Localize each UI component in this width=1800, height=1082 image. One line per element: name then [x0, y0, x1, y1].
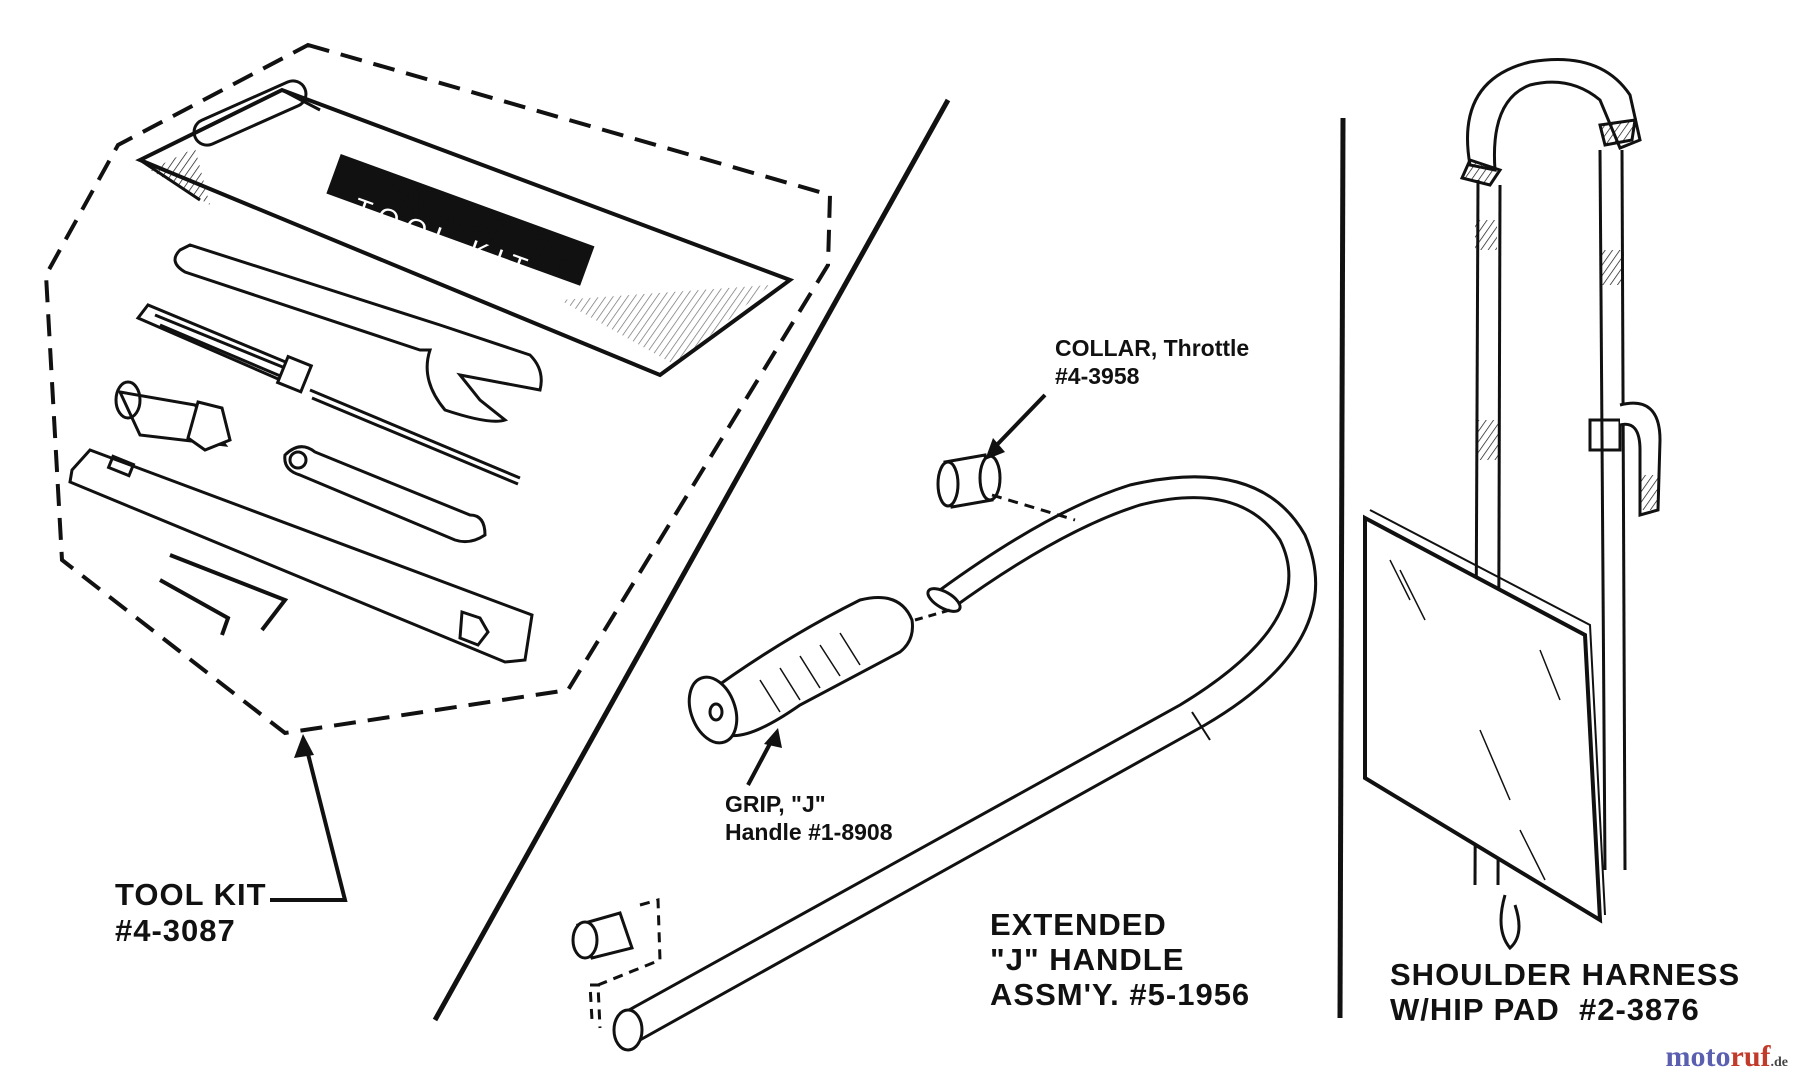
watermark-part3: .de	[1770, 1055, 1789, 1070]
flat-spanner-illustration	[68, 448, 534, 664]
tool-kit-dashed-outline	[43, 42, 833, 736]
collar-part-number: #4-3958	[1055, 363, 1140, 389]
combination-wrench-illustration	[283, 445, 487, 544]
j-handle-illustration	[612, 475, 1318, 1052]
socket-tube-illustration	[114, 380, 232, 452]
collar-leader-arrow	[985, 393, 1047, 460]
harness-label: SHOULDER HARNESS	[1390, 957, 1741, 992]
handle-grip-illustration	[687, 596, 951, 745]
screwdriver-illustration	[135, 303, 521, 486]
end-cap-illustration	[571, 898, 662, 1029]
tool-kit-leader-arrow	[270, 734, 348, 902]
watermark-part1: moto	[1665, 1040, 1731, 1073]
j-handle-label-line2: "J" HANDLE	[990, 942, 1185, 977]
j-handle-label-line1: EXTENDED	[990, 907, 1167, 942]
throttle-collar-illustration	[936, 453, 1076, 522]
j-handle-part-number: ASSM'Y. #5-1956	[990, 977, 1251, 1012]
hex-key-illustration	[159, 553, 289, 636]
watermark-logo: motoruf.de	[1666, 1040, 1788, 1074]
tool-kit-part-number: #4-3087	[115, 913, 236, 948]
grip-leader-arrow	[746, 728, 782, 786]
divider-line-right	[1337, 117, 1346, 1019]
hip-pad-illustration	[1363, 509, 1606, 924]
watermark-part2: ruf	[1730, 1040, 1771, 1073]
divider-line-left	[432, 98, 951, 1022]
harness-part-number: W/HIP PAD #2-3876	[1390, 992, 1700, 1027]
tool-kit-label: TOOL KIT	[115, 877, 267, 912]
tool-pouch-illustration	[135, 79, 795, 378]
collar-label: COLLAR, Throttle	[1055, 335, 1250, 361]
grip-label: GRIP, "J"	[725, 791, 826, 817]
grip-part-number: Handle #1-8908	[725, 819, 893, 845]
open-end-wrench-illustration	[173, 243, 543, 423]
